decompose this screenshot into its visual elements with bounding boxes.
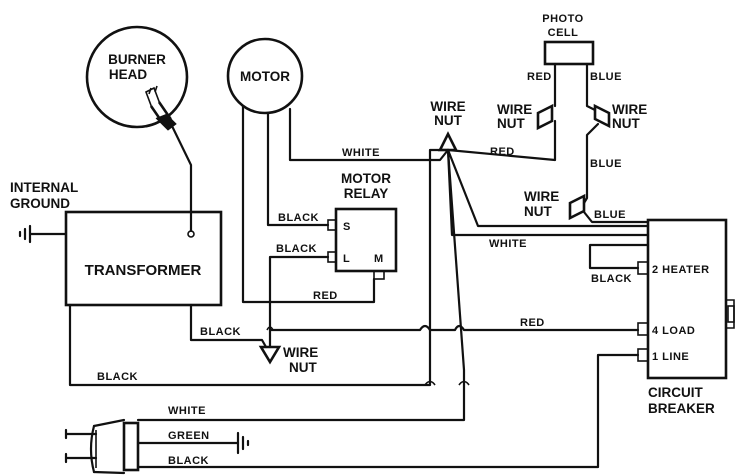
label-blue-mid: BLUE	[590, 158, 622, 170]
label-black-relay-s: BLACK	[278, 212, 319, 224]
burner-head-label-2: HEAD	[109, 67, 148, 82]
motor-relay-label-1: MOTOR	[341, 171, 391, 186]
wire-nut-red-label-2: NUT	[497, 116, 525, 131]
wire-nut-top-label-2: NUT	[434, 113, 462, 128]
wire-nut-lower-label-2: NUT	[524, 204, 552, 219]
breaker-terminal-heater	[637, 261, 649, 275]
wire-nut-blue-label-1: WIRE	[612, 102, 647, 117]
wire-nut-blue-icon	[593, 103, 611, 129]
wire-nut-red-left: WIRE NUT	[497, 102, 554, 131]
wire-nut-red-icon	[536, 103, 554, 131]
burner-head: BURNER HEAD	[85, 25, 189, 131]
circuit-breaker-label-2: BREAKER	[648, 401, 715, 416]
plug-body	[122, 421, 140, 472]
label-red-relay-m: RED	[313, 290, 338, 302]
motor: MOTOR	[226, 37, 304, 115]
transformer: TRANSFORMER	[64, 210, 223, 307]
wire-nut-bottom-label-2: NUT	[289, 360, 317, 375]
wire-nut-bottom-label-1: WIRE	[283, 345, 318, 360]
breaker-load-label: 4 LOAD	[652, 325, 695, 337]
label-white-motor: WHITE	[342, 147, 380, 159]
wire-red-load	[268, 324, 640, 332]
label-red-nut: RED	[490, 146, 515, 158]
wires	[68, 62, 650, 469]
label-red-load: RED	[520, 317, 545, 329]
wire-nut-top-icon	[437, 131, 459, 152]
label-black-transformer: BLACK	[200, 326, 241, 338]
motor-circle	[226, 37, 304, 115]
transformer-label: TRANSFORMER	[85, 262, 202, 279]
label-black-heater: BLACK	[591, 273, 632, 285]
wire-nut-lower-icon	[568, 193, 586, 221]
label-blue-photo: BLUE	[590, 71, 622, 83]
wire-black-heater	[588, 243, 650, 270]
wire-white-plug	[136, 148, 466, 422]
label-black-bottom: BLACK	[97, 371, 138, 383]
photo-cell: PHOTO CELL	[542, 13, 595, 66]
wire-nut-blue-label-2: NUT	[612, 116, 640, 131]
relay-m-label: M	[374, 253, 384, 265]
photo-cell-label-2: CELL	[548, 27, 579, 39]
wire-blue-breaker	[582, 210, 650, 224]
wire-nut-lower-label-1: WIRE	[524, 189, 559, 204]
wire-black-transformer	[189, 303, 268, 349]
wire-nut-bottom-icon	[258, 345, 282, 365]
motor-relay: MOTOR RELAY S L M	[327, 171, 398, 280]
wire-nut-top: WIRE NUT	[430, 99, 466, 152]
label-black-relay-l: BLACK	[276, 243, 317, 255]
label-blue-breaker: BLUE	[594, 209, 626, 221]
label-white-breaker: WHITE	[489, 238, 527, 250]
circuit-breaker-box	[646, 218, 728, 380]
label-red-photo: RED	[527, 71, 552, 83]
circuit-breaker-label-1: CIRCUIT	[648, 385, 703, 400]
wire-nut-blue-right: WIRE NUT	[593, 102, 647, 131]
relay-terminal-m	[373, 270, 385, 280]
relay-l-label: L	[343, 253, 350, 265]
photo-cell-box	[543, 40, 595, 66]
wire-nut-lower-blue: WIRE NUT	[524, 189, 586, 221]
breaker-terminal-line	[637, 348, 649, 362]
breaker-terminal-load	[637, 322, 649, 336]
label-green-plug: GREEN	[168, 430, 210, 442]
wire-white-motor-nut	[288, 107, 450, 162]
breaker-heater-label: 2 HEATER	[652, 264, 710, 276]
burner-head-circle	[85, 25, 189, 129]
breaker-line-label: 1 LINE	[652, 351, 689, 363]
internal-ground-label-1: INTERNAL	[10, 180, 78, 195]
photo-cell-label-1: PHOTO	[542, 13, 583, 25]
wire-color-labels: RED BLUE WHITE RED BLUE BLUE WHITE BLACK…	[97, 71, 632, 467]
wire-nut-top-label-1: WIRE	[430, 99, 465, 114]
burner-head-label-1: BURNER	[108, 52, 166, 67]
internal-ground-label-2: GROUND	[10, 196, 70, 211]
wire-black-line	[136, 353, 640, 469]
label-white-plug: WHITE	[168, 405, 206, 417]
wire-nut-bottom: WIRE NUT	[258, 345, 318, 375]
transformer-box	[64, 210, 223, 307]
internal-ground: INTERNAL GROUND	[10, 180, 78, 244]
wire-red-motor-relay-m	[241, 104, 376, 304]
motor-relay-box	[334, 207, 398, 273]
plug-ground-symbol-icon	[236, 431, 250, 455]
motor-label: MOTOR	[240, 69, 290, 84]
circuit-breaker: 2 HEATER 4 LOAD 1 LINE CIRCUIT BREAKER	[637, 218, 735, 416]
wire-black-relay-l	[268, 255, 330, 349]
power-plug	[64, 418, 140, 475]
wire-black-long	[68, 148, 450, 387]
label-black-plug: BLACK	[168, 455, 209, 467]
wire-black-motor-relay-s	[266, 111, 330, 227]
relay-s-label: S	[343, 221, 351, 233]
ground-symbol-icon	[18, 224, 68, 244]
motor-relay-label-2: RELAY	[344, 186, 389, 201]
wire-red-photo	[446, 119, 557, 162]
wire-nut-red-label-1: WIRE	[497, 102, 532, 117]
